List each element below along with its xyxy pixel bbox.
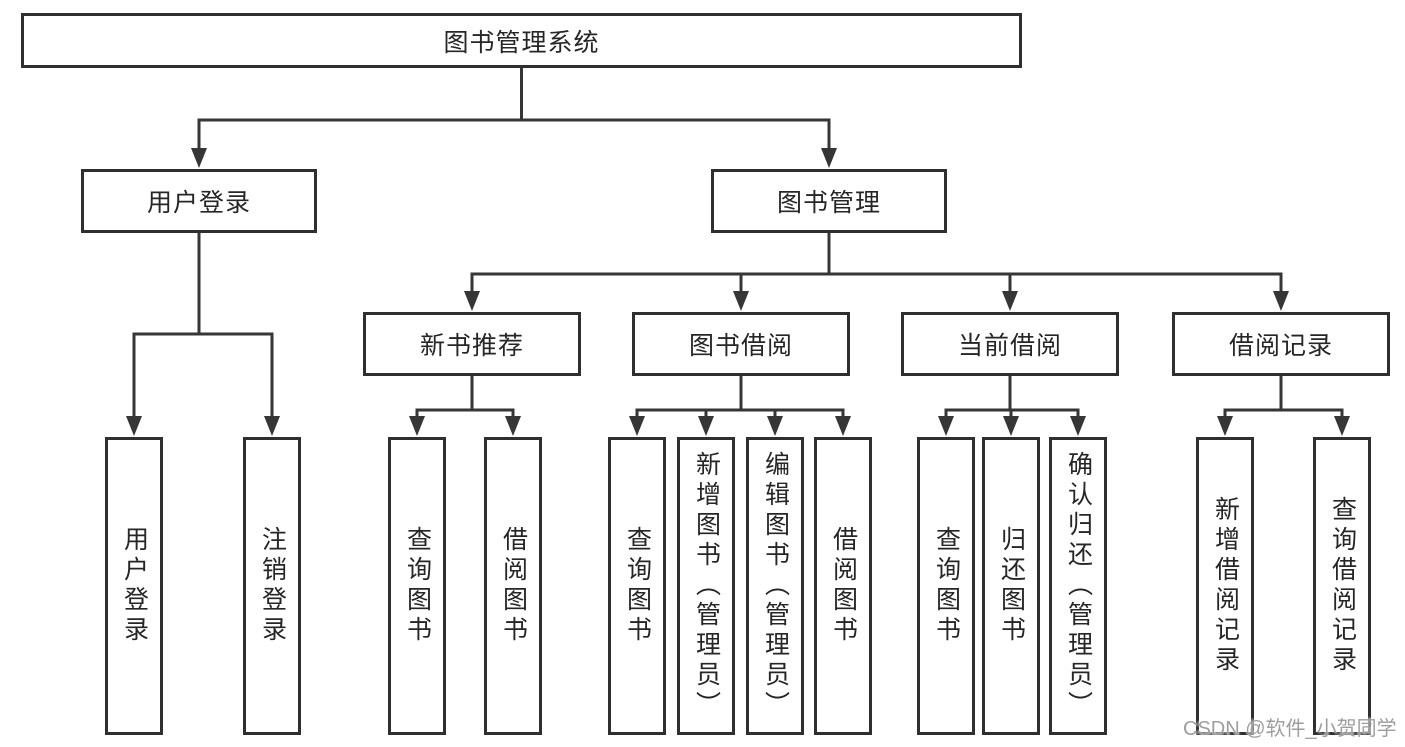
leaf-edit-books: 编辑图书（管理员） [746,437,804,735]
leaf-user-login-label: 用户登录 [120,526,149,646]
leaf-return-books: 归还图书 [982,437,1040,735]
node-root-label: 图书管理系统 [443,28,600,57]
leaf-confirm-return-label: 确认归还（管理员） [1064,451,1093,721]
leaf-borrow-books-a: 借阅图书 [484,437,542,735]
leaf-query-books-b: 查询图书 [608,437,666,735]
csdn-watermark: CSDN @软件_小贺同学 [1183,718,1397,740]
leaf-borrow-books-a-label: 借阅图书 [499,526,528,646]
leaf-query-books-c: 查询图书 [917,437,975,735]
leaf-query-borrow-rec-label: 查询借阅记录 [1328,496,1357,676]
node-current-borrow-label: 当前借阅 [957,332,1062,360]
leaf-query-books-c-label: 查询图书 [932,526,961,646]
node-current-borrow: 当前借阅 [901,312,1119,376]
leaf-add-books: 新增图书（管理员） [677,437,735,735]
node-new-book-rec-label: 新书推荐 [419,332,524,360]
leaf-add-borrow-rec-label: 新增借阅记录 [1211,496,1240,676]
leaf-confirm-return: 确认归还（管理员） [1049,437,1107,735]
node-user-login-label: 用户登录 [146,189,251,217]
leaf-add-books-label: 新增图书（管理员） [692,451,721,721]
node-borrow-record-label: 借阅记录 [1228,332,1333,360]
leaf-query-books-a-label: 查询图书 [403,526,432,646]
leaf-logout: 注销登录 [243,437,301,735]
leaf-borrow-books-b-label: 借阅图书 [829,526,858,646]
node-book-borrow-label: 图书借阅 [688,332,793,360]
leaf-borrow-books-b: 借阅图书 [814,437,872,735]
leaf-query-books-b-label: 查询图书 [623,526,652,646]
leaf-query-borrow-rec: 查询借阅记录 [1313,437,1371,735]
node-user-login: 用户登录 [81,169,317,233]
leaf-logout-label: 注销登录 [258,526,287,646]
leaf-edit-books-label: 编辑图书（管理员） [761,451,790,721]
node-book-manage: 图书管理 [711,169,947,233]
node-book-manage-label: 图书管理 [776,189,881,217]
leaf-user-login: 用户登录 [105,437,163,735]
leaf-query-books-a: 查询图书 [388,437,446,735]
node-borrow-record: 借阅记录 [1172,312,1390,376]
leaf-return-books-label: 归还图书 [997,526,1026,646]
node-book-borrow: 图书借阅 [632,312,850,376]
node-new-book-rec: 新书推荐 [363,312,581,376]
leaf-add-borrow-rec: 新增借阅记录 [1196,437,1254,735]
node-root: 图书管理系统 [21,13,1022,68]
